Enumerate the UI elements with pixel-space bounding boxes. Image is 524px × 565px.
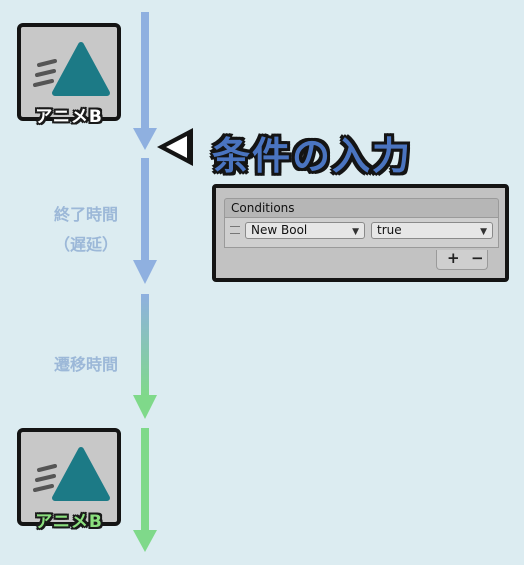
state-label: アニメB: [35, 512, 103, 532]
transition-time-label: 遷移時間: [53, 355, 118, 374]
parameter-value: New Bool: [251, 223, 308, 237]
exit-time-text: 終了時間: [53, 205, 118, 224]
conditions-header: Conditions: [224, 198, 499, 218]
chevron-down-icon: ▼: [480, 227, 487, 237]
add-condition-button[interactable]: +: [447, 249, 460, 267]
arrow-2: [133, 158, 157, 284]
arrow-4: [133, 428, 157, 552]
condition-value: true: [377, 223, 402, 237]
conditions-panel: Conditions New Bool ▼ true ▼ + −: [212, 184, 509, 282]
animation-state-icon: [33, 42, 110, 96]
animation-state-icon: [33, 447, 110, 501]
state-node-bottom[interactable]: アニメB: [17, 428, 121, 532]
exit-time-delay-text: （遅延）: [53, 235, 118, 254]
remove-condition-button[interactable]: −: [471, 249, 484, 267]
exit-time-label: 終了時間 （遅延）: [40, 201, 132, 255]
chevron-down-icon: ▼: [352, 227, 359, 237]
state-label: アニメB: [35, 107, 103, 127]
callout-title: 条件の入力: [212, 134, 413, 178]
left-triangle-icon: [157, 128, 193, 166]
state-node-top[interactable]: アニメB: [17, 23, 121, 127]
arrow-1: [133, 12, 157, 150]
drag-handle-icon[interactable]: [230, 226, 240, 234]
parameter-dropdown[interactable]: New Bool ▼: [245, 222, 365, 239]
add-remove-controls: + −: [436, 249, 488, 270]
value-dropdown[interactable]: true ▼: [371, 222, 493, 239]
arrow-3: [133, 294, 157, 419]
condition-row: New Bool ▼ true ▼: [224, 218, 499, 248]
